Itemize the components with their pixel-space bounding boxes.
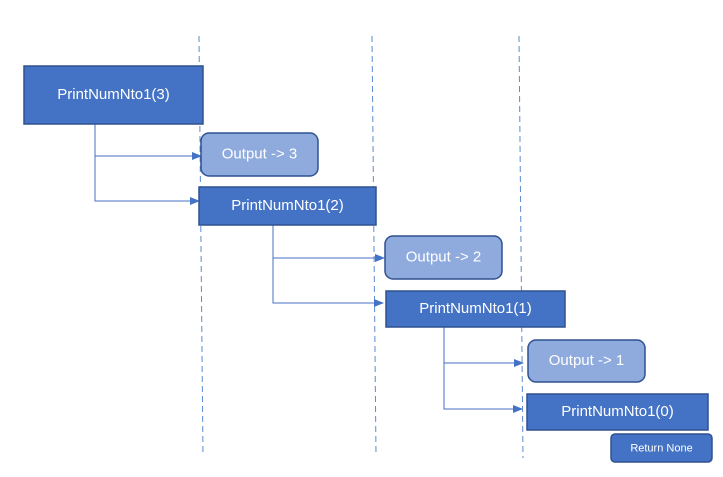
connector-call3-to-call2 xyxy=(94,156,200,205)
call-box-0: PrintNumNto1(0) xyxy=(526,393,709,431)
output-box-2-label: Output -> 2 xyxy=(406,248,481,265)
output-box-1: Output -> 1 xyxy=(527,339,646,383)
connector-call2-to-call1 xyxy=(272,258,384,307)
connector-call1-to-call0 xyxy=(443,363,523,413)
call-box-3-label: PrintNumNto1(3) xyxy=(57,86,170,103)
call-box-2-label: PrintNumNto1(2) xyxy=(231,197,344,214)
output-box-3-label: Output -> 3 xyxy=(222,145,297,162)
connectors xyxy=(94,124,524,413)
connector-call3-to-output3 xyxy=(94,124,202,160)
call-box-3: PrintNumNto1(3) xyxy=(23,65,204,125)
call-box-0-label: PrintNumNto1(0) xyxy=(561,403,674,420)
call-box-1: PrintNumNto1(1) xyxy=(385,290,566,328)
level-divider-2 xyxy=(371,35,377,457)
output-box-1-label: Output -> 1 xyxy=(549,352,624,369)
call-box-2: PrintNumNto1(2) xyxy=(198,186,377,226)
level-divider-3 xyxy=(518,35,524,459)
connector-call1-to-output1 xyxy=(443,327,524,367)
output-box-3: Output -> 3 xyxy=(200,132,319,177)
return-none-box: Return None xyxy=(610,433,713,463)
output-box-2: Output -> 2 xyxy=(384,235,503,280)
connector-call2-to-output2 xyxy=(272,225,385,262)
return-none-label: Return None xyxy=(630,442,692,454)
call-box-1-label: PrintNumNto1(1) xyxy=(419,300,532,317)
